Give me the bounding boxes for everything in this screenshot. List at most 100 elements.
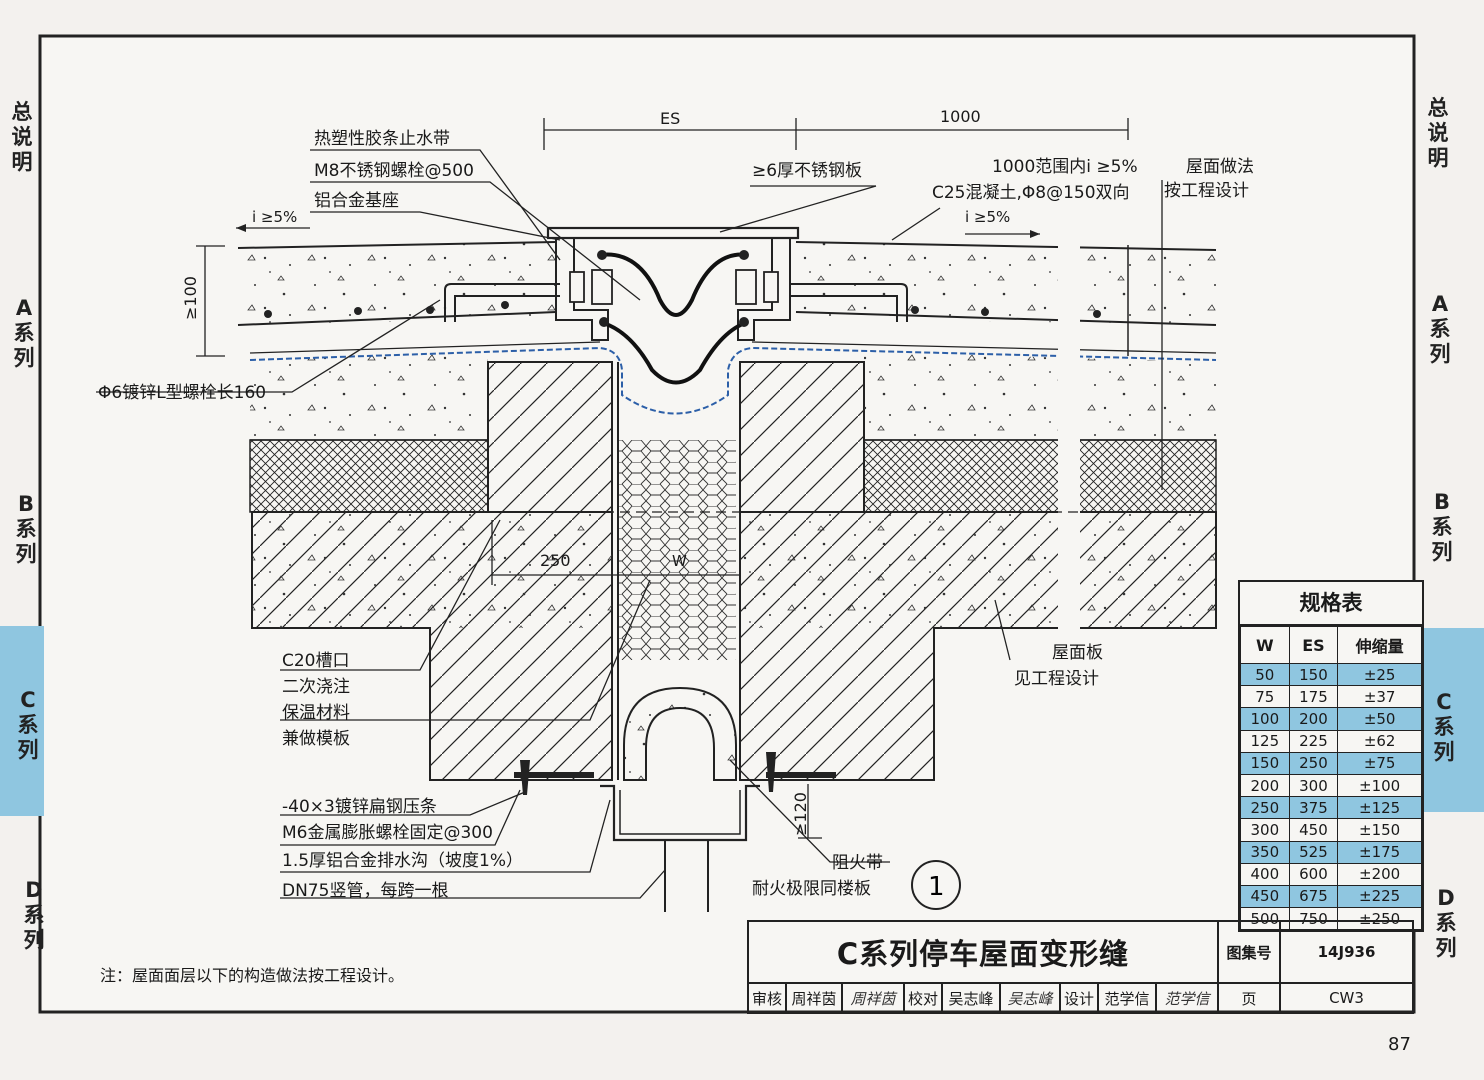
- atlas-number: 14J936: [1279, 920, 1414, 984]
- right-active-tab-bg: [1420, 628, 1484, 812]
- right-tab-general[interactable]: 总说明: [1427, 96, 1449, 170]
- spec-header-es: ES: [1288, 626, 1339, 664]
- right-tab-b[interactable]: B系列: [1431, 490, 1453, 564]
- label-roof-slab-1: 屋面板: [1052, 643, 1103, 663]
- left-tab-b[interactable]: B系列: [15, 492, 37, 566]
- left-active-tab-bg: [0, 626, 44, 816]
- joint-insulation-filler: [618, 440, 736, 660]
- label-roof-finish-1: 屋面做法: [1186, 157, 1254, 177]
- label-c20-1: C20槽口: [282, 651, 350, 671]
- spec-cell-w: 250: [1240, 796, 1290, 820]
- label-slope-left: i ≥5%: [252, 208, 297, 226]
- designer-name: 范学信: [1097, 982, 1157, 1014]
- spec-cell-w: 400: [1240, 862, 1290, 886]
- spec-cell-es: 450: [1288, 818, 1339, 842]
- checker-signature: 吴志峰: [999, 982, 1061, 1014]
- reviewer-signature: 周祥茵: [841, 982, 905, 1014]
- spec-cell-exp: ±50: [1337, 707, 1422, 731]
- page-label: 页: [1217, 982, 1281, 1014]
- spec-cell-es: 525: [1288, 840, 1339, 864]
- spec-cell-exp: ±175: [1337, 840, 1422, 864]
- leader-lines: [96, 149, 1011, 899]
- spec-cell-es: 225: [1288, 729, 1339, 753]
- spec-cell-w: 300: [1240, 818, 1290, 842]
- label-c25: C25混凝土,Φ8@150双向: [932, 183, 1130, 203]
- detail-number-circle: [911, 860, 961, 910]
- spec-cell-w: 50: [1240, 662, 1290, 687]
- dim-1000: 1000: [940, 107, 981, 126]
- left-tab-a[interactable]: A系列: [13, 296, 35, 370]
- label-gutter: 1.5厚铝合金排水沟（坡度1%）: [282, 851, 523, 871]
- label-dn75: DN75竖管，每跨一根: [282, 881, 448, 901]
- spec-cell-w: 75: [1240, 685, 1290, 709]
- spec-cell-exp: ±62: [1337, 729, 1422, 753]
- spec-cell-w: 150: [1240, 751, 1290, 775]
- spec-cell-exp: ±75: [1337, 751, 1422, 775]
- label-fire-band-2: 耐火极限同楼板: [752, 879, 871, 899]
- insulation-layer: [249, 439, 1217, 513]
- c25-topping-slab: [237, 241, 1217, 326]
- check-label: 校对: [903, 982, 943, 1014]
- spec-header-exp: 伸缩量: [1337, 626, 1422, 664]
- label-al-base: 铝合金基座: [314, 191, 399, 211]
- screed-layer: [250, 352, 1216, 441]
- right-tab-a[interactable]: A系列: [1429, 292, 1451, 366]
- label-flat-bar: -40×3镀锌扁钢压条: [282, 797, 437, 817]
- spec-cell-es: 675: [1288, 884, 1339, 909]
- spec-cell-exp: ±25: [1337, 662, 1422, 687]
- label-tpe-strip: 热塑性胶条止水带: [314, 129, 450, 149]
- label-ss-plate: ≥6厚不锈钢板: [752, 161, 862, 181]
- checker-name: 吴志峰: [941, 982, 1001, 1014]
- label-c20-2: 二次浇注: [282, 677, 350, 697]
- right-tab-c[interactable]: C系列: [1433, 690, 1455, 764]
- spec-table-title: 规格表: [1240, 582, 1422, 626]
- dim-250: 250: [540, 551, 571, 570]
- dim-h100: ≥100: [181, 276, 200, 320]
- label-c20-4: 兼做模板: [282, 729, 350, 749]
- left-tab-c[interactable]: C系列: [17, 688, 39, 762]
- label-slope-right: i ≥5%: [965, 208, 1010, 226]
- spec-cell-es: 175: [1288, 685, 1339, 709]
- label-roof-finish-2: 按工程设计: [1164, 181, 1249, 201]
- dimension-lines: [196, 118, 1216, 839]
- spec-cell-w: 350: [1240, 840, 1290, 864]
- left-tab-d[interactable]: D系列: [23, 878, 45, 952]
- label-fire-band-1: 阻火带: [832, 853, 883, 873]
- spec-cell-exp: ±100: [1337, 773, 1422, 798]
- spec-cell-exp: ±200: [1337, 862, 1422, 886]
- atlas-label: 图集号: [1217, 920, 1281, 984]
- right-tab-d[interactable]: D系列: [1435, 886, 1457, 960]
- drawing-title: C系列停车屋面变形缝: [747, 920, 1219, 984]
- spec-cell-exp: ±150: [1337, 818, 1422, 842]
- spec-cell-w: 100: [1240, 707, 1290, 731]
- dim-h120: ≥120: [791, 792, 810, 836]
- label-roof-slab-2: 见工程设计: [1014, 669, 1099, 689]
- dim-es: ES: [660, 109, 680, 128]
- spec-cell-es: 300: [1288, 773, 1339, 798]
- review-label: 审核: [747, 982, 787, 1014]
- left-tab-general[interactable]: 总说明: [11, 100, 33, 174]
- spec-cell-w: 200: [1240, 773, 1290, 798]
- left-section-tabs: 总说明 A系列 B系列 C系列 D系列: [0, 0, 45, 1080]
- spec-cell-exp: ±37: [1337, 685, 1422, 709]
- label-m6-bolt: M6金属膨胀螺栓固定@300: [282, 823, 493, 843]
- spec-cell-exp: ±125: [1337, 796, 1422, 820]
- spec-header-w: W: [1240, 626, 1290, 664]
- label-c20-3: 保温材料: [282, 703, 350, 723]
- expansion-joint-assembly: [546, 226, 800, 385]
- dim-w: W: [672, 552, 687, 570]
- spec-cell-es: 600: [1288, 862, 1339, 886]
- page-code: CW3: [1279, 982, 1414, 1014]
